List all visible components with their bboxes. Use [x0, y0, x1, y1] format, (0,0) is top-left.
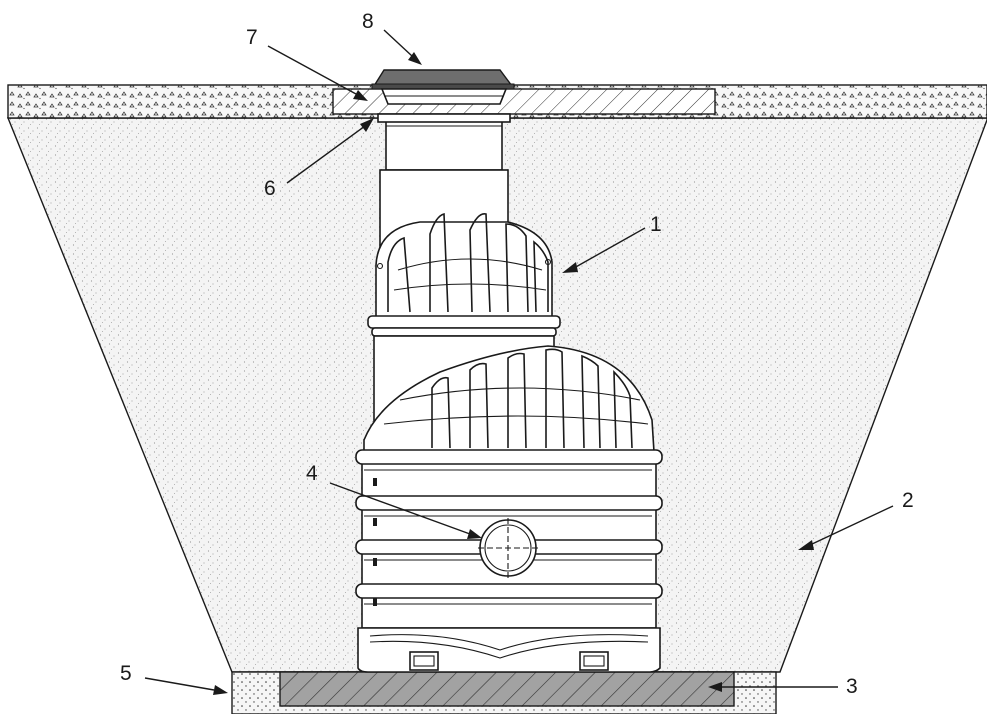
main-dome-ribs	[383, 348, 649, 449]
concrete-base-slab	[279, 671, 735, 707]
callout-label-2: 2	[902, 489, 914, 512]
tank	[355, 113, 663, 673]
manhole-cover	[371, 69, 515, 105]
upper-dome-ribs	[376, 212, 552, 313]
callouts: 1 2 3 4 5 6 7 8	[120, 10, 914, 698]
callout-label-6: 6	[264, 177, 276, 200]
callout-label-5: 5	[120, 662, 132, 685]
callout-label-3: 3	[846, 675, 858, 698]
callout-label-8: 8	[362, 10, 374, 33]
callout-label-1: 1	[650, 213, 662, 236]
access-riser	[385, 117, 503, 171]
callout-label-7: 7	[246, 26, 258, 49]
callout-label-4: 4	[306, 462, 318, 485]
main-dome	[363, 345, 655, 453]
corrugation-bands	[355, 449, 663, 606]
inlet-pipe	[478, 518, 538, 578]
